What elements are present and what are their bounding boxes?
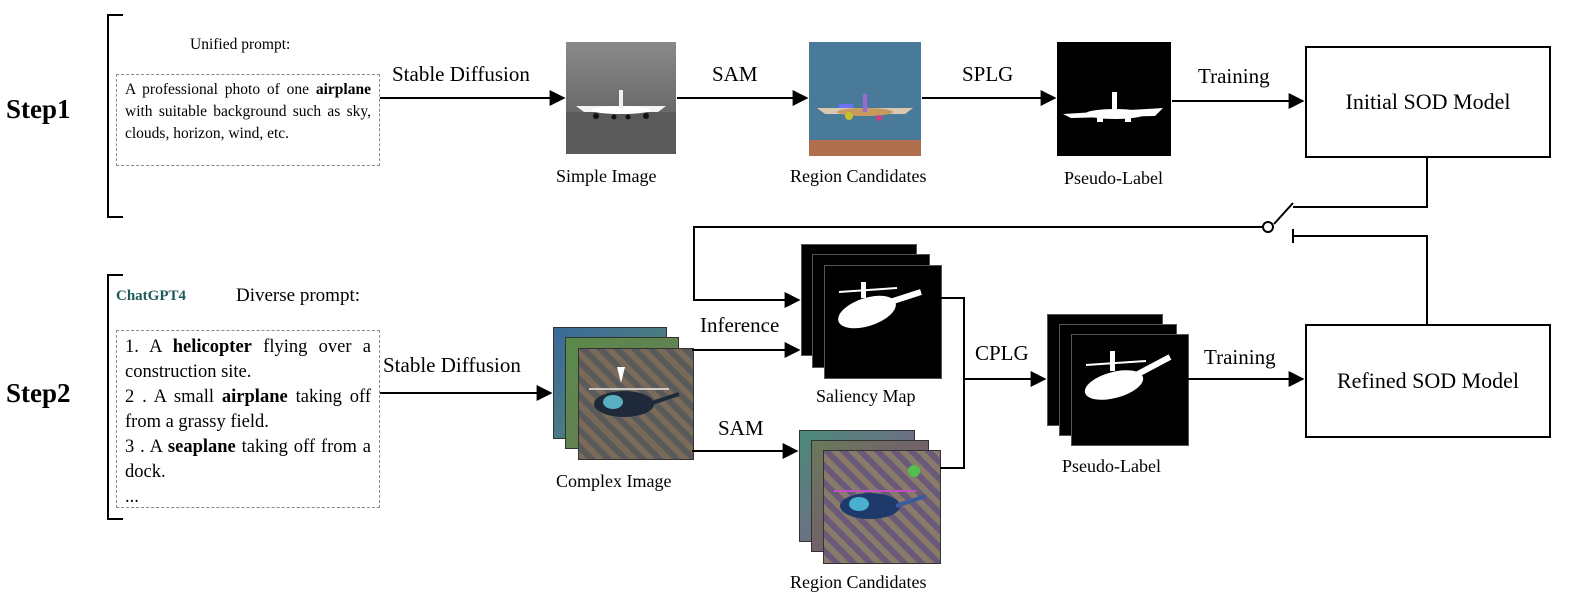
step2-bracket	[107, 274, 123, 520]
complex-image-caption: Complex Image	[556, 471, 672, 491]
cplg-bracket	[940, 297, 965, 469]
step2-region-candidates-caption: Region Candidates	[790, 572, 927, 592]
chatgpt-label: ChatGPT4	[116, 288, 187, 304]
switch-lever	[1273, 202, 1294, 225]
step2-region-candidates-tile-front	[823, 450, 941, 564]
switch-to-saliency	[693, 226, 1263, 308]
step1-bracket	[107, 14, 123, 218]
step1-arrow-label-sam: SAM	[712, 62, 758, 86]
step2-arrow-label-training: Training	[1204, 345, 1276, 369]
diverse-prompt-1: 1. A helicopter flying over a constructi…	[125, 337, 371, 382]
step1-region-candidates-caption: Region Candidates	[790, 166, 927, 186]
step2-arrow-label-stable-diffusion: Stable Diffusion	[383, 353, 521, 377]
step1-pseudo-label-image	[1057, 42, 1171, 156]
step2-pseudo-label-mask	[1084, 351, 1172, 400]
refined-sod-model-box: Refined SOD Model	[1305, 324, 1551, 438]
switch-line-initial	[1293, 156, 1428, 208]
switch-pivot	[1262, 221, 1274, 233]
diverse-prompt-3: 3 . A seaplane taking off from a dock.	[125, 437, 371, 482]
prompt-keyword-airplane: airplane	[315, 81, 371, 98]
step1-arrow-label-stable-diffusion: Stable Diffusion	[392, 62, 530, 86]
step2-arrow-label-inference: Inference	[700, 313, 780, 337]
diverse-prompt-2: 2 . A small airplane taking off from a g…	[125, 387, 371, 432]
diverse-prompt-ellipsis: ...	[125, 487, 139, 507]
diverse-prompt-title: Diverse prompt:	[236, 285, 361, 306]
diverse-prompt-box: 1. A helicopter flying over a constructi…	[116, 330, 380, 508]
step1-region-candidates-image	[809, 42, 921, 156]
step2-arrow-label-cplg: CPLG	[975, 341, 1029, 365]
complex-image-tile-front	[578, 348, 694, 460]
prompt-text-a: A professional photo of one	[125, 81, 316, 98]
step2-arrow-label-sam: SAM	[718, 416, 764, 440]
step1-arrow-label-splg: SPLG	[962, 62, 1014, 86]
saliency-map-caption: Saliency Map	[816, 386, 916, 406]
step2-label: Step2	[6, 378, 71, 408]
complex-image-helicopter	[589, 367, 680, 417]
step1-label: Step1	[6, 94, 71, 124]
step1-region-candidates-airplane	[809, 94, 921, 156]
step1-pseudo-label-mask	[1063, 92, 1163, 122]
step1-arrow-label-training: Training	[1198, 64, 1270, 88]
prompt-text-b: with suitable background such as sky, cl…	[125, 103, 371, 142]
step1-pseudo-label-caption: Pseudo-Label	[1064, 168, 1163, 188]
unified-prompt-box: A professional photo of one airplane wit…	[116, 74, 380, 166]
switch-line-refined	[1293, 235, 1428, 324]
saliency-map-mask	[838, 282, 922, 329]
step2-region-candidates-helicopter	[834, 465, 927, 519]
saliency-map-tile-front	[824, 265, 942, 379]
simple-image-caption: Simple Image	[556, 166, 657, 186]
initial-sod-model-box: Initial SOD Model	[1305, 46, 1551, 158]
unified-prompt-title: Unified prompt:	[190, 36, 291, 53]
step2-pseudo-label-tile-front	[1071, 334, 1189, 446]
step2-pseudo-label-caption: Pseudo-Label	[1062, 456, 1161, 476]
simple-image-airplane	[566, 90, 676, 154]
simple-image	[566, 42, 676, 154]
